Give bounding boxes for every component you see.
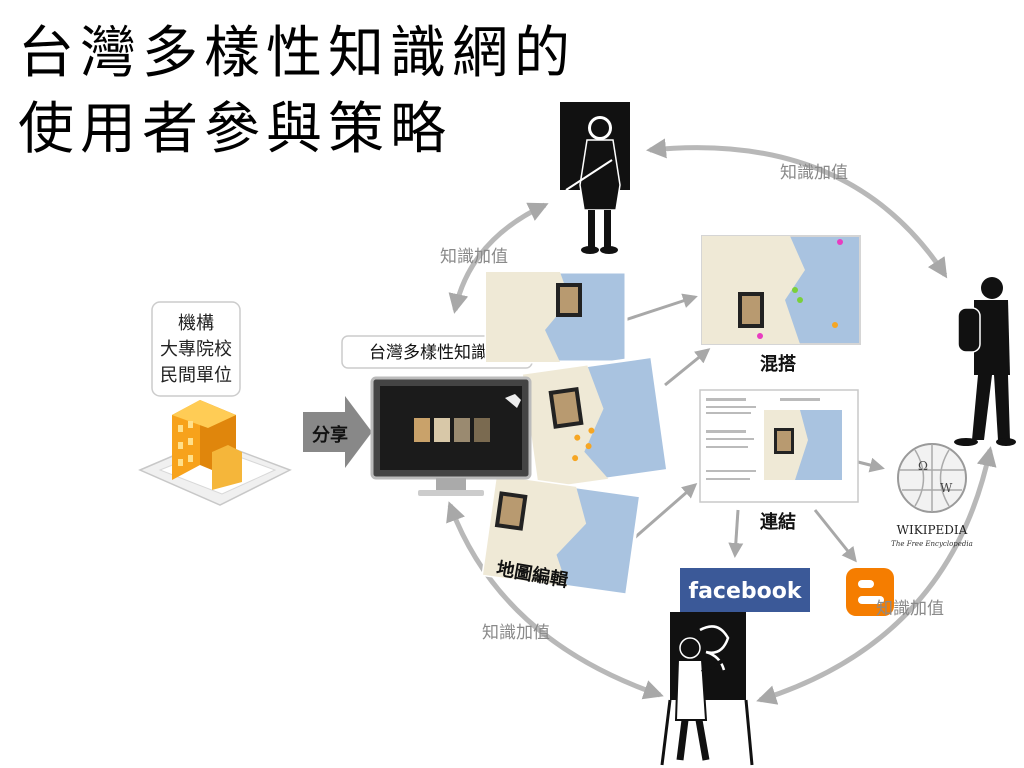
cycle-arrows: [446, 138, 997, 705]
mashup-label: 混搭: [760, 353, 796, 375]
mashup-map: 混搭: [701, 235, 861, 375]
institution-line-2: 大專院校: [160, 339, 232, 360]
arrow-to-mashup-1: [624, 293, 698, 322]
arc-top-left: [448, 202, 549, 314]
institution-line-1: 機構: [178, 313, 214, 334]
arrow-to-facebook: [728, 509, 744, 558]
svg-text:Ω: Ω: [918, 459, 928, 473]
share-arrow: 分享: [303, 396, 372, 468]
arrow-to-blogger: [813, 509, 857, 563]
value-added-right-label: 知識加值: [876, 599, 944, 619]
arc-bottom-left: [446, 501, 664, 700]
backpacker-silhouette-icon: [954, 277, 1016, 446]
building-icon: [138, 400, 292, 506]
institution-line-3: 民間單位: [160, 365, 232, 386]
painter-silhouette-icon: [660, 612, 754, 766]
map-card-upper: [484, 270, 628, 364]
institution-box: 機構 大專院校 民間單位: [151, 301, 241, 397]
blogger-icon: [846, 568, 894, 616]
map-card-middle: [521, 354, 670, 491]
map-stack: 地圖編輯: [481, 270, 670, 597]
link-label: 連結: [760, 511, 796, 533]
value-added-bottom-label: 知識加值: [482, 623, 550, 643]
wikipedia-label: WIKIPEDIA: [897, 523, 968, 537]
value-added-left-label: 知識加值: [440, 247, 508, 267]
wikipedia-tagline: The Free Encyclopedia: [891, 540, 973, 548]
arrow-to-link: [631, 483, 698, 542]
arc-top-right: [646, 138, 948, 279]
platform-label: 台灣多樣性知識網: [369, 343, 505, 363]
arrow-to-wikipedia: [857, 457, 885, 473]
monitor-icon: [370, 376, 532, 496]
map-card-lower: [481, 474, 643, 597]
teacher-silhouette-icon: [560, 102, 630, 254]
wikipedia-globe-icon: Ω W: [897, 443, 967, 513]
arc-bottom-right: [756, 446, 997, 705]
arrow-to-mashup-2: [664, 348, 711, 387]
facebook-logo: facebook: [680, 568, 810, 612]
svg-text:W: W: [940, 481, 953, 495]
page-title-line2: 使用者參與策略: [18, 97, 452, 162]
share-label: 分享: [312, 424, 348, 446]
connector-arrows: [624, 293, 885, 563]
page-title-line1: 台灣多樣性知識網的: [18, 21, 576, 86]
link-webpage: 連結: [699, 389, 859, 533]
facebook-label: facebook: [689, 579, 803, 604]
value-added-top-label: 知識加值: [780, 163, 848, 183]
